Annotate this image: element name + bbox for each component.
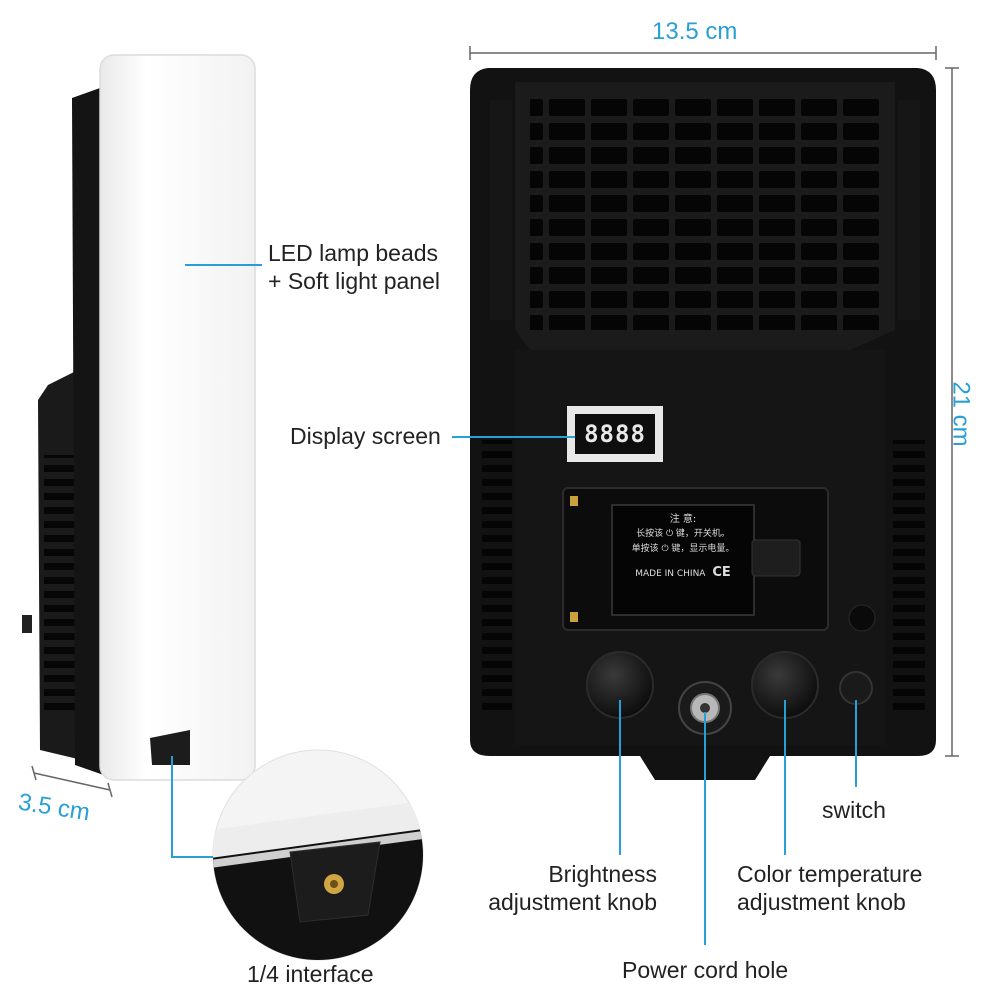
callout-leaders bbox=[171, 264, 857, 945]
led-callout-line1: LED lamp beads bbox=[268, 240, 439, 266]
dimension-lines bbox=[31, 46, 959, 798]
color-temp-callout: Color temperature adjustment knob bbox=[737, 860, 922, 916]
battery-label-title: 注 意: bbox=[669, 514, 697, 525]
back-view-light bbox=[470, 68, 936, 780]
height-dimension-label: 21 cm bbox=[947, 381, 975, 447]
display-readout: 8888 bbox=[584, 420, 646, 448]
ce-mark: CE bbox=[712, 565, 731, 580]
color-temp-callout-line1: Color temperature bbox=[737, 861, 923, 887]
led-callout-line2: + Soft light panel bbox=[268, 268, 440, 294]
brightness-callout-line1: Brightness bbox=[548, 861, 657, 887]
interface-detail-circle bbox=[212, 749, 424, 961]
display-callout: Display screen bbox=[290, 423, 441, 449]
brightness-callout-line2: adjustment knob bbox=[488, 889, 657, 915]
battery-label-line2: 单按该 ⏻ 键，显示电量。 bbox=[631, 544, 735, 554]
interface-callout: 1/4 interface bbox=[247, 961, 374, 987]
brightness-callout: Brightness adjustment knob bbox=[466, 860, 657, 916]
battery-label-footer: MADE IN CHINA bbox=[635, 569, 706, 579]
power-callout: Power cord hole bbox=[622, 957, 789, 983]
width-dimension-label: 13.5 cm bbox=[652, 18, 738, 45]
battery-label-line1: 长按该 ⏻ 键，开关机。 bbox=[636, 529, 730, 539]
side-view-light bbox=[22, 54, 256, 781]
switch-button[interactable] bbox=[839, 671, 873, 705]
led-callout: LED lamp beads + Soft light panel bbox=[268, 239, 440, 295]
battery-label-text: 注 意: 长按该 ⏻ 键，开关机。 单按该 ⏻ 键，显示电量。 MADE IN … bbox=[614, 512, 752, 582]
switch-callout: switch bbox=[822, 797, 886, 823]
color-temp-callout-line2: adjustment knob bbox=[737, 889, 906, 915]
